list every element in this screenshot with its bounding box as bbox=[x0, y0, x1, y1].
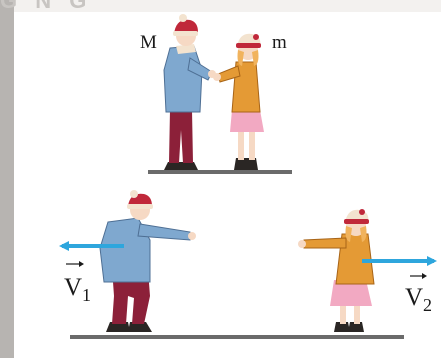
label-velocity-1-sub: 1 bbox=[82, 285, 91, 305]
frame-left-bar bbox=[0, 0, 14, 358]
label-mass-M: M bbox=[140, 32, 157, 53]
heading-fragment: G N G bbox=[0, 0, 92, 13]
content-panel bbox=[14, 12, 441, 358]
label-mass-m: m bbox=[272, 32, 287, 53]
label-velocity-1-letter: V bbox=[64, 274, 82, 301]
label-velocity-2-sub: 2 bbox=[423, 295, 432, 315]
label-velocity-2-letter: V bbox=[405, 284, 423, 311]
